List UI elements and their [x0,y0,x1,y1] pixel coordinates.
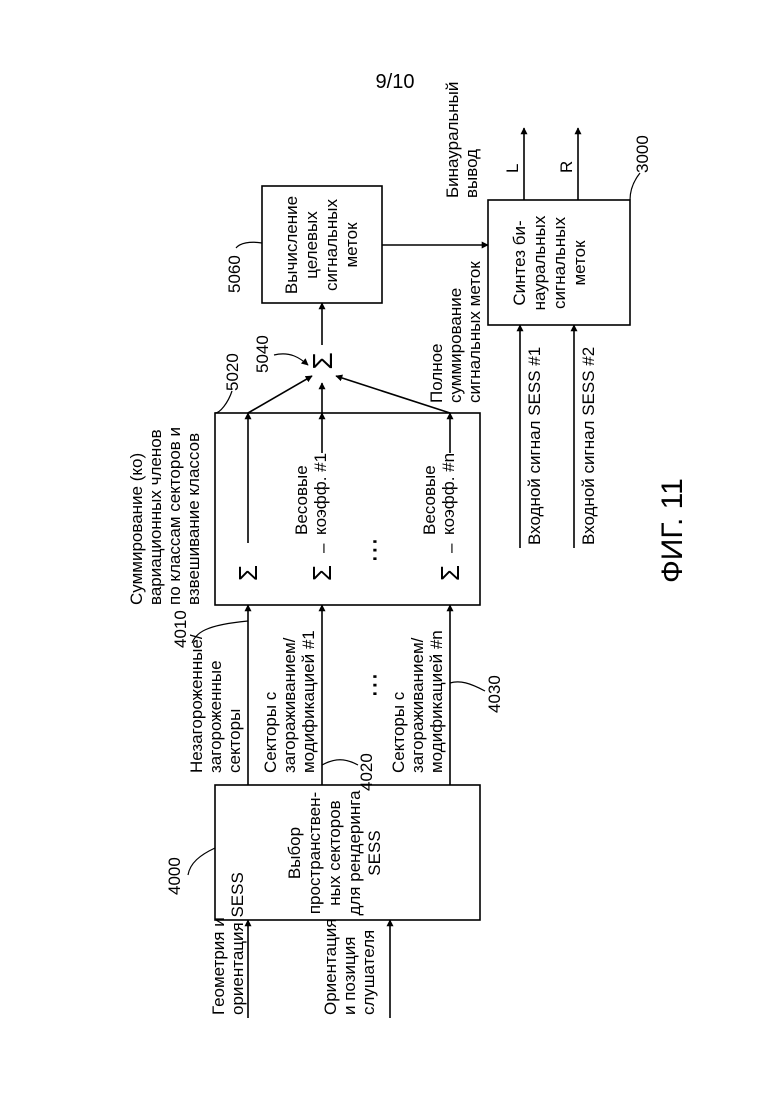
leader-5040 [274,354,308,365]
label-listener: Ориентация и позиция слушателя [321,918,378,1015]
block-5020-title: Суммирование (ко) вариационных членов по… [127,427,203,605]
svg-text:Синтез би-: Синтез би- [510,220,529,305]
leader-3000 [630,173,640,200]
label-weights-1: Весовые коэфф. #1 [292,453,330,535]
label-binaural-output: Бинауральный вывод [443,82,481,198]
svg-text:Секторы с: Секторы с [261,691,280,773]
leader-4020 [322,760,358,765]
block-5060-text: Вычисление целевых сигнальных меток [282,196,361,294]
svg-text:меток: меток [570,240,589,286]
sum-5040-sigma: Σ [307,352,338,369]
svg-text:взвешивание классов: взвешивание классов [184,433,203,605]
leader-5060 [236,242,262,248]
dash-w1: – [313,543,332,553]
ref-5060: 5060 [225,255,244,293]
svg-text:Секторы с: Секторы с [389,691,408,773]
ref-4030: 4030 [485,675,504,713]
sigma-row-1: Σ [233,565,263,581]
svg-text:Геометрия и: Геометрия и [209,917,228,1015]
svg-text:загораживанием/: загораживанием/ [280,637,299,773]
svg-text:науральных: науральных [530,215,549,310]
svg-text:SESS: SESS [365,830,384,875]
svg-text:вывод: вывод [462,149,481,198]
svg-text:секторы: секторы [225,709,244,773]
label-output-R: R [557,161,576,173]
svg-text:по классам секторов и: по классам секторов и [165,427,184,605]
svg-text:Весовые: Весовые [420,465,439,535]
ref-4000: 4000 [165,857,184,895]
sigma-row-n: Σ [435,565,465,581]
svg-text:меток: меток [342,222,361,268]
ref-5040: 5040 [253,335,272,373]
label-sectors-4020: Секторы с загораживанием/ модификацией #… [261,630,318,773]
page-number: 9/10 [376,71,415,93]
figure-label: ФИГ. 11 [656,478,689,583]
leader-5020 [215,391,232,413]
svg-text:Незагороженные/: Незагороженные/ [187,634,206,773]
ref-4010: 4010 [171,610,190,648]
leader-4030 [450,682,485,691]
svg-text:сигнальных: сигнальных [322,199,341,291]
block-3000-text: Синтез би- науральных сигнальных меток [510,215,589,310]
svg-text:Весовые: Весовые [292,465,311,535]
ref-4020: 4020 [357,753,376,791]
svg-text:суммирование: суммирование [446,288,465,403]
svg-text:Ориентация: Ориентация [321,918,340,1015]
ref-3000: 3000 [633,135,652,173]
svg-text:целевых: целевых [302,211,321,279]
svg-text:слушателя: слушателя [359,930,378,1015]
svg-text:сигнальных: сигнальных [550,217,569,309]
rotated-figure: Выбор пространствен- ных секторов для ре… [127,82,689,1018]
svg-text:загораживанием/: загораживанием/ [408,637,427,773]
svg-text:для рендеринга: для рендеринга [345,790,364,916]
svg-text:модификацией #n: модификацией #n [427,630,446,773]
sigma-row-2: Σ [307,565,337,581]
svg-text:Полное: Полное [427,343,446,403]
label-sess1: Входной сигнал SESS #1 [525,347,544,545]
svg-text:Выбор: Выбор [285,827,304,879]
svg-text:вариационных членов: вариационных членов [146,429,165,605]
svg-text:коэфф. #1: коэфф. #1 [311,453,330,535]
weights-ellipsis: ⋯ [359,537,389,563]
svg-text:ориентация SESS: ориентация SESS [228,872,247,1015]
dash-wn: – [441,543,460,553]
sectors-ellipsis: ⋯ [359,672,389,698]
label-sectors-4010: Незагороженные/ загороженные секторы [187,634,244,773]
svg-text:коэфф. #n: коэфф. #n [439,453,458,535]
label-sectors-4030: Секторы с загораживанием/ модификацией #… [389,630,446,773]
svg-text:сигнальных меток: сигнальных меток [465,261,484,403]
svg-text:Вычисление: Вычисление [282,196,301,294]
ref-5020: 5020 [223,353,242,391]
svg-text:ных секторов: ных секторов [325,800,344,905]
arrow-to-sum-1 [248,376,312,413]
svg-text:Бинауральный: Бинауральный [443,82,462,198]
label-weights-n: Весовые коэфф. #n [420,453,458,535]
svg-text:загороженные: загороженные [206,660,225,773]
block-4000-text: Выбор пространствен- ных секторов для ре… [285,790,384,916]
svg-text:пространствен-: пространствен- [305,792,324,914]
svg-text:Суммирование (ко): Суммирование (ко) [127,453,146,605]
svg-text:и позиция: и позиция [340,937,359,1015]
label-sess2: Входной сигнал SESS #2 [579,347,598,545]
leader-4000 [188,848,215,875]
label-full-summation: Полное суммирование сигнальных меток [427,261,484,403]
label-output-L: L [503,164,522,173]
svg-text:модификацией #1: модификацией #1 [299,630,318,773]
